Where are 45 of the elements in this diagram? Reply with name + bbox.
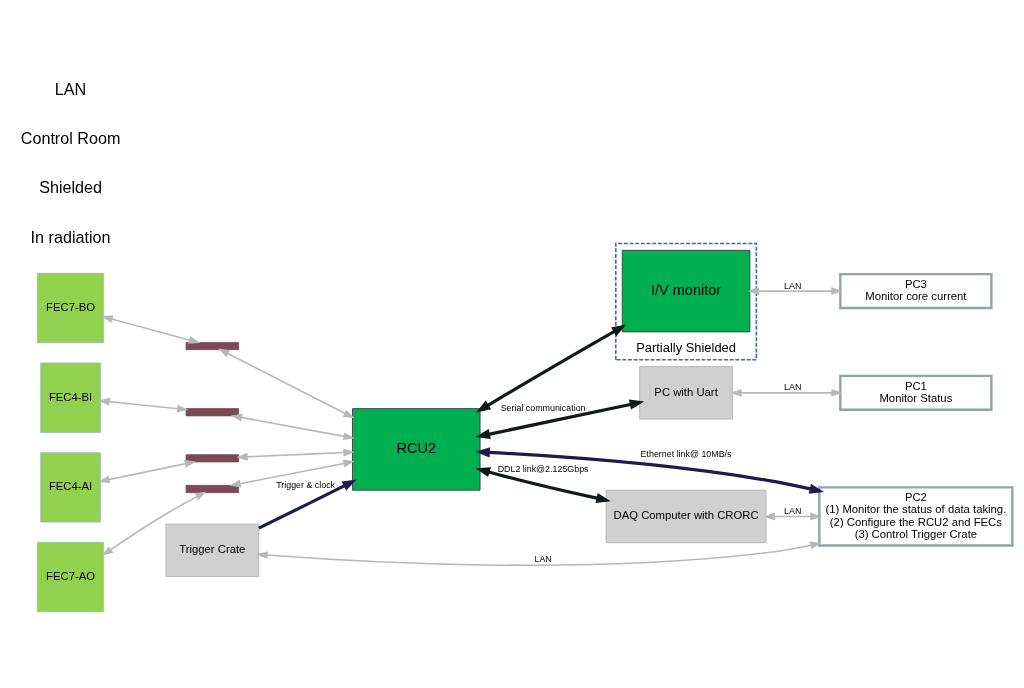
node-bar <box>185 341 239 351</box>
label: In radiation <box>30 227 111 246</box>
edge-label: DDL2 link@2.125Gbps <box>497 463 589 474</box>
arrow <box>98 397 189 413</box>
arrow <box>218 348 355 419</box>
arrow <box>730 388 843 397</box>
node-bar <box>185 484 239 494</box>
node-bar <box>185 454 239 463</box>
arrow <box>101 491 207 556</box>
arrow <box>101 315 201 344</box>
edge-label: LAN <box>534 553 552 564</box>
edge-label: Serial communication <box>500 403 586 414</box>
node-box: FEC7-AO <box>37 541 105 613</box>
node-bar <box>185 408 239 417</box>
edge-label: Trigger & clock <box>276 480 336 491</box>
node-box: PC with Uart <box>639 366 733 420</box>
arrow <box>476 324 627 413</box>
arrow <box>229 459 355 488</box>
arrow <box>763 512 822 521</box>
node-box: PC3 Monitor core current <box>839 272 993 310</box>
arrow <box>747 287 843 296</box>
node-box: PC2 (1) Monitor the status of data taking. (2) Configure the RCU2 and FECs (3) Control Trigger Crate <box>818 486 1014 547</box>
node-box: FEC4-AI <box>40 452 101 523</box>
label: Control Room <box>20 129 121 148</box>
node-box: Trigger Crate <box>165 523 260 578</box>
label: Shielded <box>39 178 102 197</box>
arrow <box>475 399 645 440</box>
arrow <box>258 479 357 530</box>
arrow <box>230 413 355 441</box>
edge-label: LAN <box>784 382 802 393</box>
node-box: I/V monitor <box>621 249 751 333</box>
edge-label: Ethernet link@ 10MB/s <box>640 449 732 460</box>
node-box: FEC7-BO <box>37 272 105 344</box>
label: LAN <box>54 79 87 98</box>
arrow <box>475 447 825 494</box>
edge-label: LAN <box>784 280 802 291</box>
arrow <box>475 467 611 504</box>
edge-label: LAN <box>784 505 802 516</box>
node-box: RCU2 <box>352 408 481 491</box>
node-box: FEC4-BI <box>40 362 101 433</box>
node-box: PC1 Monitor Status <box>839 374 993 412</box>
arrow <box>98 459 197 484</box>
node-box: DAQ Computer with CRORC <box>605 489 767 544</box>
arrow <box>236 448 355 461</box>
arrow <box>256 541 822 567</box>
